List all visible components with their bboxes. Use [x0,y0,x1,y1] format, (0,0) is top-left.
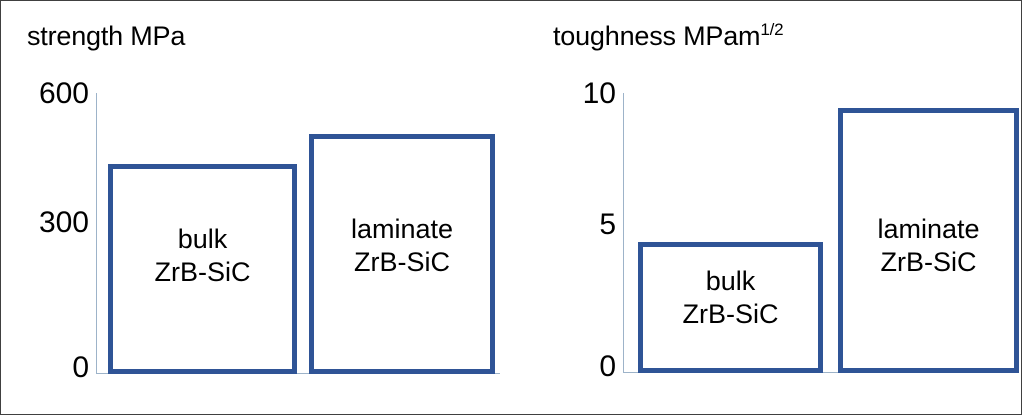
bar-label-strength-bulk: bulk ZrB-SiC [108,223,297,289]
chart-panel-strength: strength MPa 600 300 0 bulk ZrB-SiC lami… [1,1,512,414]
bar-label-toughness-bulk-line2: ZrB-SiC [682,298,779,329]
chart-title-strength-text: strength MPa [27,21,186,51]
bar-label-strength-bulk-line1: bulk [177,224,228,254]
y-tick-label-300: 300 [38,206,89,239]
bar-strength-laminate[interactable] [309,134,495,374]
y-tick-label-5: 5 [599,208,616,241]
bar-label-strength-laminate-line1: laminate [350,214,454,244]
chart-title-toughness-text: toughness MPam [553,21,761,51]
bar-label-toughness-laminate-line1: laminate [877,214,980,244]
x-axis-baseline-strength [96,373,500,374]
chart-title-strength: strength MPa [27,23,185,50]
bar-label-strength-bulk-line2: ZrB-SiC [154,256,251,287]
y-axis-line-toughness [623,93,624,373]
bar-label-strength-laminate-line2: ZrB-SiC [354,246,450,277]
y-tick-label-0-strength: 0 [72,351,89,384]
bar-label-toughness-bulk: bulk ZrB-SiC [638,265,823,331]
bar-label-toughness-laminate-line2: ZrB-SiC [880,246,977,277]
bar-strength-bulk[interactable] [108,164,297,374]
bar-label-toughness-bulk-line1: bulk [705,266,756,296]
y-tick-label-0-toughness: 0 [599,350,616,383]
chart-title-toughness: toughness MPam1/2 [553,20,784,51]
chart-panel-toughness: toughness MPam1/2 10 5 0 bulk ZrB-SiC la… [512,1,1021,414]
bar-label-strength-laminate: laminate ZrB-SiC [309,213,495,279]
bar-toughness-laminate[interactable] [838,108,1019,373]
bar-toughness-bulk[interactable] [638,242,823,373]
chart-title-toughness-exponent: 1/2 [760,20,784,39]
y-tick-label-10: 10 [582,77,616,110]
bar-label-toughness-laminate: laminate ZrB-SiC [838,213,1019,279]
y-axis-line-strength [96,93,97,374]
y-tick-label-600: 600 [38,77,89,110]
